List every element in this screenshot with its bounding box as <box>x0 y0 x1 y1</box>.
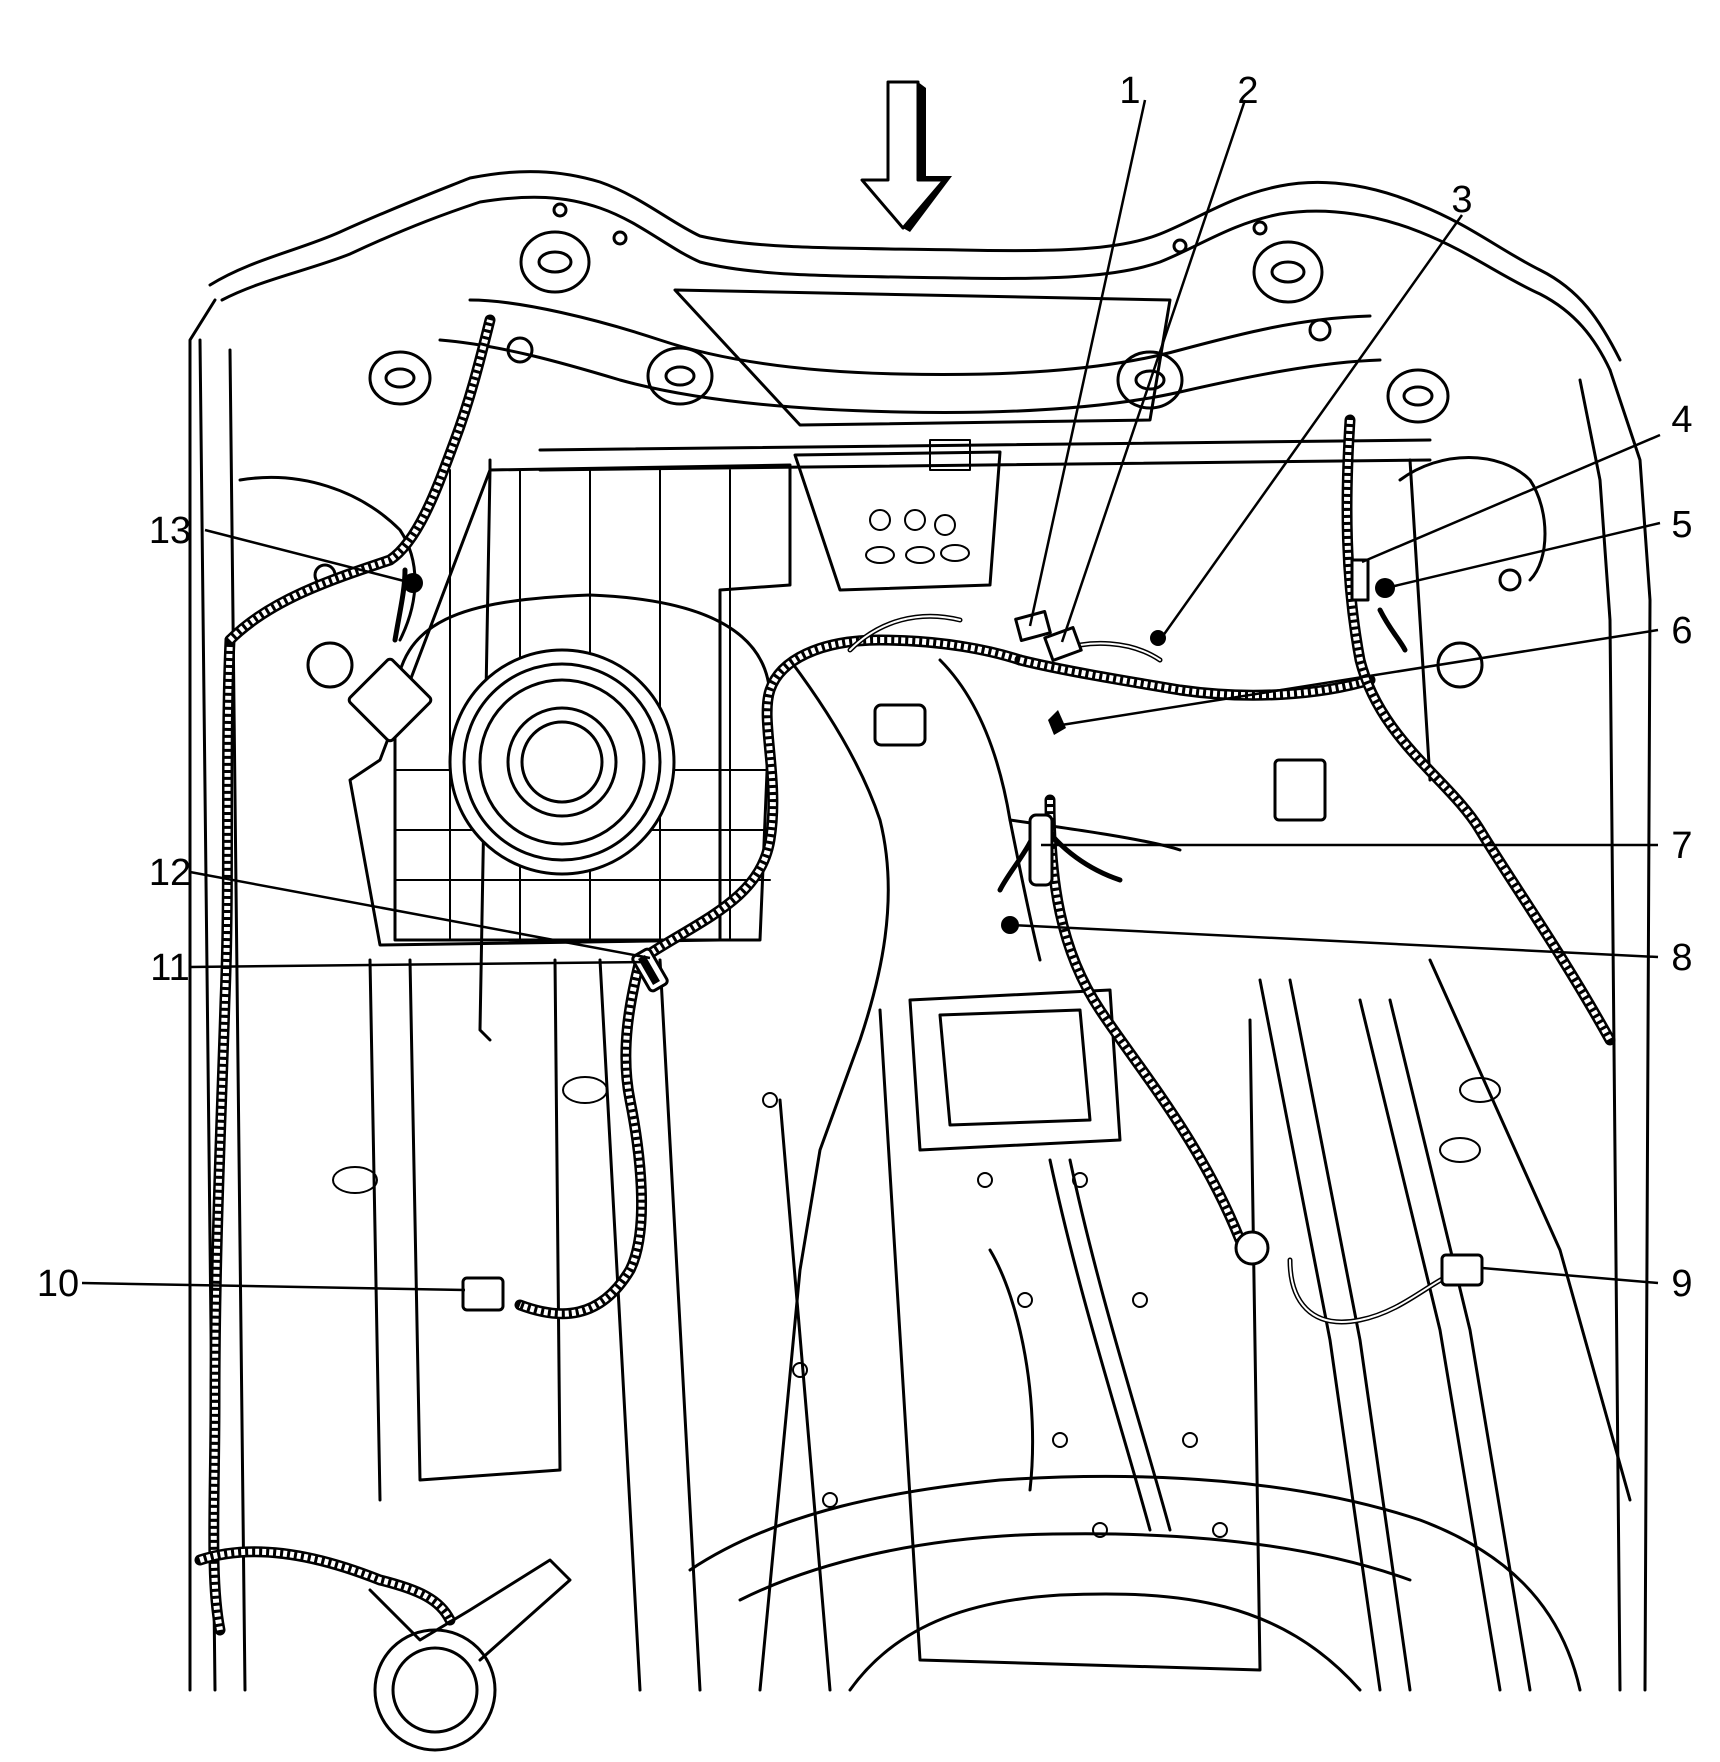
callout-13: 13 <box>149 510 191 552</box>
callout-8: 8 <box>1671 937 1692 979</box>
vehicle-body-structure <box>188 170 1652 1752</box>
callout-labels: 1 2 3 4 5 6 7 8 9 10 11 12 13 <box>37 70 1693 1305</box>
callout-1: 1 <box>1119 70 1140 112</box>
callout-4: 4 <box>1671 399 1692 441</box>
subwoofer-speaker <box>448 648 676 876</box>
connectors <box>347 558 1484 1312</box>
callout-6: 6 <box>1671 610 1692 652</box>
wiring-harness <box>194 314 1616 1636</box>
callout-9: 9 <box>1671 1263 1692 1305</box>
callout-7: 7 <box>1671 825 1692 867</box>
callout-12: 12 <box>149 852 191 894</box>
callout-3: 3 <box>1451 179 1472 221</box>
callout-5: 5 <box>1671 504 1692 546</box>
callout-leaders <box>81 99 1661 1292</box>
callout-10: 10 <box>37 1263 79 1305</box>
callout-2: 2 <box>1237 70 1258 112</box>
down-arrow-icon <box>860 80 952 232</box>
callout-11: 11 <box>150 947 189 989</box>
